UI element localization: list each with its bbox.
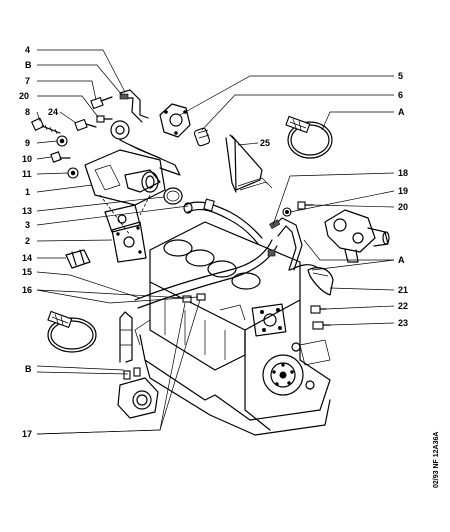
callout-21: 21 xyxy=(398,285,408,295)
sensor-23 xyxy=(312,321,331,330)
callout-A-upper: A xyxy=(398,107,405,117)
nut-11 xyxy=(67,167,79,179)
bolt-7 xyxy=(90,96,113,110)
callout-22: 22 xyxy=(398,301,408,311)
callout-5: 5 xyxy=(398,71,403,81)
callout-9: 9 xyxy=(25,138,30,148)
callout-6: 6 xyxy=(398,90,403,100)
callout-B-upper: B xyxy=(25,60,32,70)
gasket-2 xyxy=(111,221,147,263)
callout-19: 19 xyxy=(398,186,408,196)
callout-10: 10 xyxy=(22,154,32,164)
hose-15 xyxy=(134,239,278,309)
bolt-20-upper xyxy=(96,115,113,123)
hose-B-lower xyxy=(119,311,133,363)
coolant-pipe-3 xyxy=(183,198,263,245)
callout-18: 18 xyxy=(398,168,408,178)
callout-20-right: 20 xyxy=(398,202,408,212)
thermostat-6 xyxy=(193,127,211,147)
hose-18 xyxy=(269,217,303,271)
callout-23: 23 xyxy=(398,318,408,328)
callout-8: 8 xyxy=(25,107,30,117)
callout-17: 17 xyxy=(22,429,32,439)
callout-16: 16 xyxy=(22,285,32,295)
callout-13: 13 xyxy=(22,206,32,216)
callout-15: 15 xyxy=(22,267,32,277)
callout-labels: 4 B 7 20 8 24 9 10 11 1 13 3 2 14 15 16 … xyxy=(19,45,408,439)
callout-B-lower: B xyxy=(25,364,32,374)
callout-24: 24 xyxy=(48,107,58,117)
bolt-10 xyxy=(50,151,71,163)
callout-A-lower: A xyxy=(398,255,405,265)
clip-14 xyxy=(65,249,91,269)
thermostat-housing-5 xyxy=(159,103,191,138)
coolant-outlet-housing xyxy=(324,209,390,263)
callout-4: 4 xyxy=(25,45,30,55)
bolt-8 xyxy=(30,117,61,135)
callout-20-left: 20 xyxy=(19,91,29,101)
hose-clamp-lower xyxy=(47,310,97,353)
callout-11: 11 xyxy=(22,169,32,179)
hose-clamp-A-upper xyxy=(285,115,333,159)
sleeve-24 xyxy=(74,118,97,132)
water-pump-assembly xyxy=(84,120,181,236)
sensor-22 xyxy=(310,305,327,314)
reference-code: 02/93 NF 12A36A xyxy=(433,432,440,488)
callout-25: 25 xyxy=(260,138,270,148)
hose-B-upper xyxy=(119,89,149,123)
o-ring-13 xyxy=(163,187,183,205)
bolt-20-right xyxy=(297,201,314,210)
callout-1: 1 xyxy=(25,187,30,197)
washer-9 xyxy=(56,135,68,147)
engine-block xyxy=(134,221,331,436)
callout-7: 7 xyxy=(25,76,30,86)
callout-2: 2 xyxy=(25,236,30,246)
callout-3: 3 xyxy=(25,220,30,230)
fitting-19 xyxy=(282,207,292,217)
callout-14: 14 xyxy=(22,253,32,263)
oil-cooler-fitting xyxy=(117,367,159,419)
pump-plate xyxy=(104,204,141,233)
hose-21 xyxy=(307,267,334,296)
leader-lines xyxy=(36,49,395,435)
